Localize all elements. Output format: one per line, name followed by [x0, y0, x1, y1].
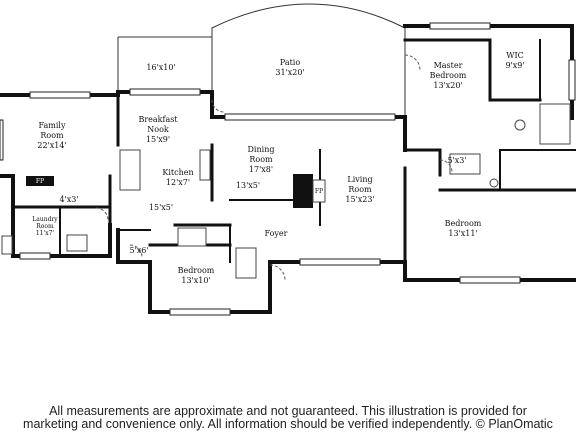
fireplace-left [26, 176, 54, 186]
room-patio-name: Patio [280, 58, 301, 67]
room-foyer-name: Foyer [264, 229, 287, 238]
room-living-name2: Room [348, 185, 372, 194]
room-dining-name2: Room [249, 155, 273, 164]
disclaimer-line-1: All measurements are approximate and not… [49, 404, 527, 418]
room-family-name2: Room [40, 131, 64, 140]
room-bedroom-bottom-name: Bedroom [178, 266, 215, 275]
disclaimer-line-2: marketing and convenience only. All info… [23, 417, 553, 431]
room-bedroom-right-dim: 13'x11' [448, 229, 477, 238]
room-laundry-name2: Room [36, 223, 54, 230]
room-hall-dim: 15'x5' [149, 203, 173, 212]
room-family-name1: Family [39, 121, 66, 130]
room-dining-small-dim: 13'x5' [236, 181, 260, 190]
room-bedroom-right-name: Bedroom [445, 219, 482, 228]
windows [0, 22, 576, 316]
room-closet-5x6-dim: 5'x6' [129, 246, 148, 255]
disclaimer-text: All measurements are approximate and not… [0, 405, 576, 431]
room-laundry-name1: Laundry [32, 216, 58, 223]
floor-plan-drawing: FP FP 16'x10' Patio 31'x20' Master Bedro… [0, 3, 576, 316]
room-living-name1: Living [347, 175, 372, 184]
room-family-dim: 22'x14' [37, 141, 66, 150]
doors [95, 54, 453, 281]
room-breakfast-name2: Nook [147, 125, 169, 134]
room-dining-dim: 17'x8' [249, 165, 273, 174]
room-master-dim: 13'x20' [433, 81, 462, 90]
room-patio-side-dim: 16'x10' [146, 63, 175, 72]
room-breakfast-dim: 15'x9' [146, 135, 170, 144]
room-closet-4x3-dim: 4'x3' [59, 195, 78, 204]
fireplace-center-label: FP [315, 188, 323, 195]
patio-outline [117, 3, 406, 118]
room-wic-name: WIC [506, 51, 524, 60]
room-dining-name1: Dining [248, 145, 275, 154]
fixtures [1, 103, 571, 279]
room-master-name2: Bedroom [430, 71, 467, 80]
fireplaces: FP FP [26, 174, 326, 208]
fireplace-left-label: FP [36, 178, 44, 185]
room-master-name1: Master [434, 61, 463, 70]
room-patio-dim: 31'x20' [275, 68, 304, 77]
room-breakfast-name1: Breakfast [138, 115, 178, 124]
room-laundry-dim: 11'x7' [36, 230, 54, 237]
fireplace-center [293, 174, 313, 208]
room-labels: 16'x10' Patio 31'x20' Master Bedroom 13'… [32, 51, 524, 285]
room-kitchen-dim: 12'x7' [166, 178, 190, 187]
room-kitchen-name: Kitchen [162, 168, 193, 177]
room-bath-dim: 5'x3' [447, 156, 466, 165]
room-bedroom-bottom-dim: 13'x10' [181, 276, 210, 285]
room-wic-dim: 9'x9' [505, 61, 524, 70]
room-living-dim: 15'x23' [345, 195, 374, 204]
